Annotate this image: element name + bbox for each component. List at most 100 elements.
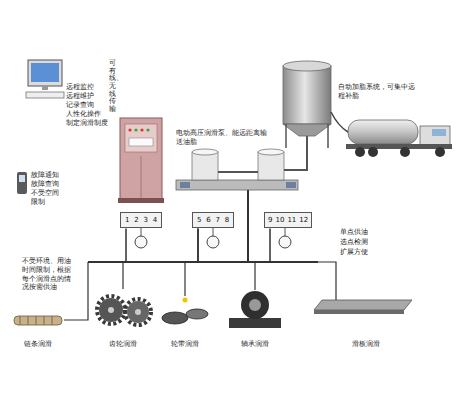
pump-station-part — [258, 149, 284, 155]
pressure-gauge-part — [207, 236, 219, 248]
phone-icon-part — [17, 172, 27, 194]
supply-note: 不受环境、用油时间限制，根据每个润滑点的情况按需供油 — [22, 257, 76, 292]
tanker-truck-part — [348, 120, 418, 144]
chain-figure-part — [44, 316, 45, 325]
pump-station-part — [218, 171, 258, 173]
gear-figure-part — [127, 301, 149, 323]
transmission-note: 可有线、无线传输 — [109, 60, 116, 114]
outlet-number: 4 — [153, 216, 157, 224]
point-label: 滑板润滑 — [352, 340, 380, 349]
outlet-number: 12 — [299, 216, 308, 224]
phone-icon-part — [19, 175, 25, 182]
pressure-gauge — [135, 228, 291, 248]
control-cabinet-part — [129, 138, 153, 146]
pipe-connector — [198, 228, 270, 262]
tanker-truck-part — [368, 147, 378, 157]
chain-figure-part — [20, 316, 21, 325]
control-cabinet-part — [125, 124, 157, 152]
point-label: 链条润滑 — [24, 340, 52, 349]
chain-figure — [14, 316, 62, 325]
control-cabinet-part — [146, 128, 149, 131]
grease-tank-part — [285, 124, 287, 148]
outlet-number: 1 — [125, 216, 129, 224]
refill-note: 自动加脂系统，可集中远程补脂 — [338, 83, 418, 101]
tanker-truck-part — [435, 147, 445, 157]
outlet-number: 9 — [268, 216, 272, 224]
grease-tank-part — [283, 66, 331, 124]
pressure-gauge-part — [213, 228, 214, 236]
grease-tank-part — [327, 124, 329, 148]
slide-plate-figure-part — [314, 300, 412, 310]
function-item: 人性化操作 — [66, 110, 101, 119]
belt-wheel-figure-part — [186, 309, 208, 319]
outlet-number: 11 — [287, 216, 296, 224]
tanker-truck-part — [355, 147, 365, 157]
outlet-number: 10 — [275, 216, 284, 224]
tanker-truck-part — [420, 126, 450, 145]
outlet-number: 2 — [134, 216, 138, 224]
bearing-figure-part — [229, 318, 281, 328]
computer-icon-part — [28, 60, 62, 86]
pump-station — [176, 149, 298, 262]
distributor-box: 9101112 — [264, 212, 312, 228]
control-cabinet-part — [140, 128, 143, 131]
branch-pipe-part — [254, 262, 255, 290]
pressure-gauge-part — [285, 228, 286, 236]
outlet-number: 5 — [197, 216, 201, 224]
belt-wheel-figure-part — [162, 312, 188, 324]
distributor-box: 1234 — [120, 212, 162, 228]
function-item: 远程监控 — [66, 83, 94, 92]
branch-pipe-part — [318, 262, 336, 300]
pump-station-part — [192, 149, 218, 155]
outlet-number: 8 — [225, 216, 229, 224]
gear-figure — [97, 296, 151, 325]
control-cabinet-part — [134, 128, 137, 131]
gear-figure-part — [125, 299, 151, 325]
control-cabinet-part — [128, 128, 131, 131]
pressure-gauge-part — [279, 236, 291, 248]
pipe-connector — [126, 228, 198, 262]
point-label: 轴承润滑 — [241, 340, 269, 349]
pressure-gauge-part — [135, 236, 147, 248]
tanker-truck-part — [400, 147, 410, 157]
gear-figure-part — [135, 309, 141, 315]
phone-icon — [17, 172, 27, 194]
gear-figure-part — [97, 296, 125, 324]
chain-figure-part — [28, 316, 29, 325]
computer-icon-part — [42, 86, 48, 90]
alert-item: 故障查询 — [31, 180, 59, 189]
function-item: 远程维护 — [66, 92, 94, 101]
alert-item: 不受空间限制 — [31, 189, 63, 207]
bearing-figure-part — [249, 299, 261, 311]
alert-item: 故障通知 — [31, 171, 59, 180]
belt-wheel-figure — [162, 298, 208, 325]
pressure-gauge-part — [141, 228, 142, 236]
control-cabinet-part — [120, 118, 162, 200]
slide-plate-figure-part — [314, 310, 404, 314]
outlet-number: 6 — [206, 216, 210, 224]
pump-station-part — [247, 190, 249, 262]
branch-pipe-part — [122, 262, 123, 289]
chain-figure-part — [14, 316, 62, 325]
belt-wheel-figure-part — [183, 298, 188, 303]
outlet-number: 7 — [215, 216, 219, 224]
grease-tank-part — [283, 61, 331, 71]
point-label: 齿轮润滑 — [109, 340, 137, 349]
pump-station-part — [176, 180, 298, 190]
function-item: 记录查询 — [66, 101, 94, 110]
distributor-box: 5678 — [192, 212, 234, 228]
pump-station-part — [286, 182, 296, 188]
pump-station-part — [192, 152, 218, 180]
computer-icon-part — [31, 63, 59, 82]
tanker-truck-part — [432, 129, 446, 136]
gear-figure-part — [108, 307, 114, 313]
grease-tank — [283, 61, 331, 170]
feature-item: 单点供油 — [340, 228, 368, 237]
pump-note: 电动高压润滑泵、能远距离输送油脂 — [176, 129, 268, 147]
grease-tank-part — [284, 136, 307, 170]
feature-item: 选点检测 — [340, 238, 368, 247]
pump-station-part — [180, 182, 190, 188]
